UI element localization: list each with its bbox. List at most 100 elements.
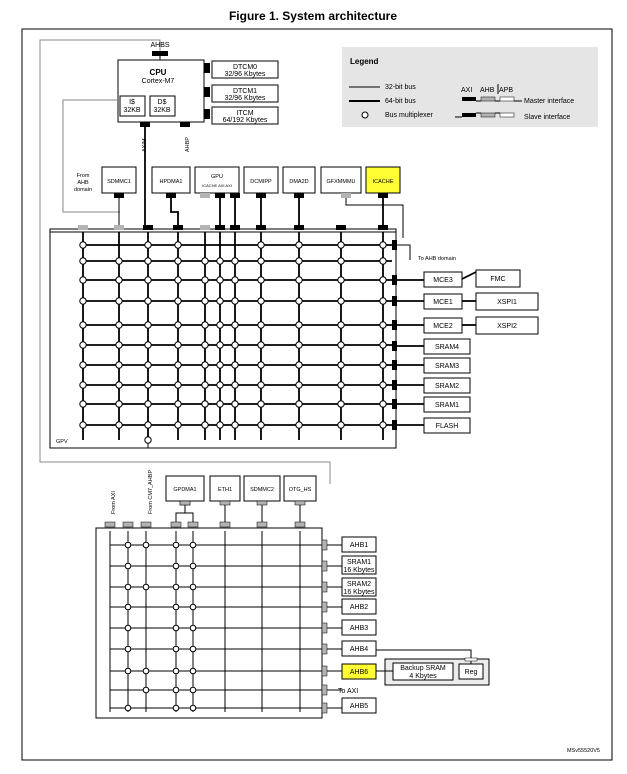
- axi-master-port: [256, 225, 266, 230]
- bus-mux: [144, 276, 152, 284]
- bus-mux: [124, 645, 132, 653]
- ahb-interconnect: AHB1 SRAM1 16 Kbytes SRAM2 16 Kbytes AHB…: [95, 500, 490, 719]
- bus-mux: [124, 603, 132, 611]
- xspi2-box: [475, 316, 539, 335]
- reg-label: Reg: [465, 669, 478, 676]
- from-ahb-l1: From: [77, 173, 90, 179]
- bus-mux: [174, 297, 182, 305]
- bus-mux: [257, 257, 265, 265]
- ahb1-box: [341, 536, 377, 553]
- bus-mux: [231, 361, 239, 369]
- eth1-label: ETH1: [218, 487, 232, 493]
- figure-id: MSv55520V5: [567, 748, 600, 754]
- bus-mux: [115, 257, 123, 265]
- axi-grid: [50, 127, 477, 448]
- bus-mux: [174, 381, 182, 389]
- sdmmc2-box: [243, 475, 281, 502]
- bus-mux: [257, 341, 265, 349]
- bus-mux: [189, 541, 197, 549]
- tcm-memories: DTCM0 32/96 Kbytes DTCM1 32/96 Kbytes IT…: [204, 60, 279, 125]
- bus-mux: [79, 400, 87, 408]
- ahb-slave-port: [321, 560, 328, 572]
- axi-master-port: [215, 225, 225, 230]
- bus-mux: [295, 341, 303, 349]
- dcache-box: [149, 95, 176, 117]
- master-out-port: [215, 193, 225, 198]
- gpv-label: GPV: [56, 439, 68, 445]
- bus-mux: [216, 321, 224, 329]
- hpdma1-label: HPDMA1: [160, 179, 183, 185]
- legend-bus32: 32-bit bus: [385, 84, 416, 91]
- cpu-label: CPU: [150, 68, 167, 77]
- ahb-master-port: [294, 521, 306, 528]
- sram4-box: [423, 338, 471, 355]
- sdmmc1-box: [101, 166, 137, 194]
- legend-apb: APB: [499, 87, 513, 94]
- ahb-grid: [104, 500, 342, 714]
- dtcm0-size: 32/96 Kbytes: [225, 71, 266, 78]
- bus-mux: [79, 297, 87, 305]
- bus-mux: [337, 421, 345, 429]
- dtcm0-box: [211, 60, 279, 79]
- ahbp-port: [180, 122, 190, 127]
- bus-mux: [124, 667, 132, 675]
- bus-mux: [337, 341, 345, 349]
- ahb-sram2-box: [341, 577, 377, 597]
- bus-mux: [79, 321, 87, 329]
- axi-master-port: [378, 225, 388, 230]
- sram3-label: SRAM3: [435, 363, 459, 370]
- bus-mux: [172, 562, 180, 570]
- bus-mux: [379, 257, 387, 265]
- dtcm1-box: [211, 84, 279, 103]
- bus-mux: [124, 624, 132, 632]
- bus-mux: [257, 421, 265, 429]
- bus-mux: [144, 297, 152, 305]
- bus-mux: [174, 400, 182, 408]
- sram4-label: SRAM4: [435, 344, 459, 351]
- axi-master-port: [294, 225, 304, 230]
- bus-mux: [379, 241, 387, 249]
- gpu-label: GPU: [211, 174, 223, 180]
- bus-mux: [79, 341, 87, 349]
- axi-masters: From AHB domain SDMMC1 HPDMA1 GPU ICACHE…: [74, 166, 401, 194]
- xspi1-label: XSPI1: [497, 299, 517, 306]
- bus-mux: [144, 381, 152, 389]
- bus-mux: [172, 645, 180, 653]
- bus-mux: [295, 361, 303, 369]
- ahb-slave-port: [321, 702, 328, 714]
- bus-mux: [115, 297, 123, 305]
- bus-mux: [379, 421, 387, 429]
- axi-slave-port: [392, 275, 397, 285]
- otg-hs-label: OTG_HS: [289, 487, 312, 493]
- legend-title: Legend: [350, 57, 379, 66]
- mce1-box: [423, 293, 463, 310]
- axi-master-port: [200, 225, 210, 230]
- master-out-port: [294, 193, 304, 198]
- master-out-port: [200, 193, 210, 198]
- bus-mux: [115, 361, 123, 369]
- cpu-block: AHBS CPU Cortex-M7 I$ 32KB D$ 32KB AXIM …: [117, 42, 205, 152]
- dcache-size: 32KB: [153, 107, 170, 114]
- bus-mux: [172, 686, 180, 694]
- dma2d-label: DMA2D: [289, 179, 308, 185]
- itcm-size: 64/192 Kbytes: [223, 117, 268, 124]
- bus-mux: [115, 341, 123, 349]
- legend: Legend 32-bit bus 64-bit bus Bus multipl…: [342, 47, 598, 127]
- ahb4-label: AHB4: [350, 646, 368, 653]
- bus-mux: [201, 257, 209, 265]
- bus-mux: [115, 421, 123, 429]
- bus-mux: [124, 541, 132, 549]
- bus-mux: [144, 257, 152, 265]
- bus-mux: [189, 624, 197, 632]
- legend-axi: AXI: [461, 87, 472, 94]
- axi-master-port: [114, 225, 124, 230]
- bus-mux: [231, 276, 239, 284]
- flash-box: [423, 417, 471, 434]
- bus-mux: [295, 381, 303, 389]
- bus-mux: [379, 381, 387, 389]
- mce3-box: [423, 271, 463, 288]
- bus-mux: [201, 381, 209, 389]
- bus-mux: [115, 400, 123, 408]
- legend-ahb: AHB: [480, 87, 495, 94]
- bus-mux: [144, 341, 152, 349]
